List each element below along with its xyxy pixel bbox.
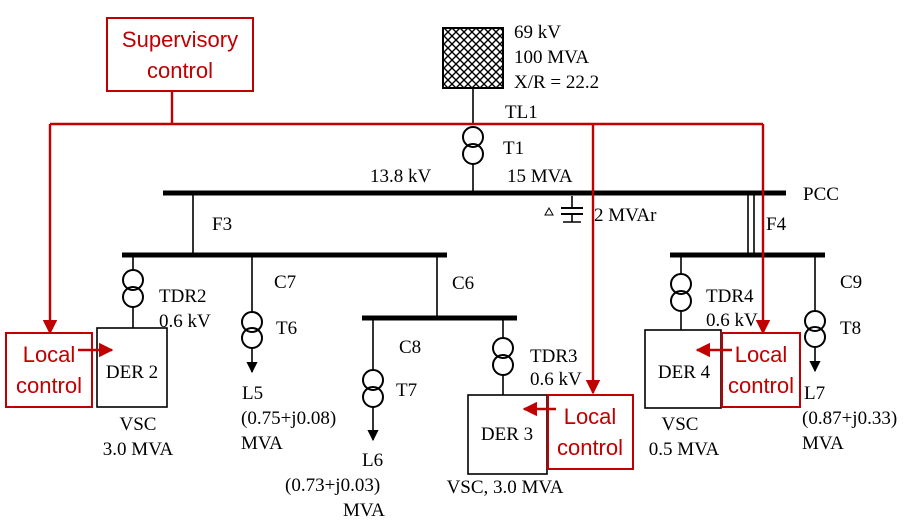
- grid-source-icon: [442, 27, 504, 89]
- l7-value: (0.87+j0.33): [802, 408, 897, 429]
- local-control-der2-box: [5, 332, 93, 408]
- local-control-der3-box: [547, 394, 634, 470]
- local-control-der3-line2: control: [557, 435, 623, 460]
- bus-voltage: 13.8 kV: [370, 166, 432, 187]
- local-control-der4-box: [721, 332, 801, 408]
- t1-label: T1: [503, 138, 524, 159]
- der3-type-rating: VSC, 3.0 MVA: [447, 477, 564, 498]
- der4-name: DER 4: [658, 362, 711, 383]
- local-control-der4-line2: control: [728, 373, 794, 398]
- tdr3-name: TDR3: [530, 346, 578, 367]
- c9-label: C9: [840, 272, 862, 293]
- l5-value: (0.75+j0.08): [241, 408, 336, 429]
- supervisory-control-box: [106, 17, 254, 92]
- capacitor-rating: 2 MVAr: [594, 205, 657, 226]
- tdr4-name: TDR4: [706, 286, 754, 307]
- c7-label: C7: [274, 272, 296, 293]
- f4-label: F4: [766, 214, 787, 235]
- tdr3-transformer-icon: [492, 337, 514, 376]
- capacitor-icon: [544, 196, 583, 223]
- tdr4-transformer-icon: [670, 273, 692, 312]
- t8-label: T8: [840, 318, 861, 339]
- l6-name: L6: [362, 450, 383, 471]
- f3-label: F3: [212, 214, 232, 235]
- tdr4-voltage: 0.6 kV: [706, 310, 758, 331]
- t6-label: T6: [276, 318, 297, 339]
- der2-box: [96, 327, 168, 408]
- local-control-der3-line1: Local: [564, 404, 617, 429]
- tdr2-transformer-icon: [122, 269, 144, 308]
- t7-transformer-icon: [362, 369, 384, 408]
- source-capacity: 100 MVA: [514, 47, 589, 68]
- t7-label: T7: [396, 380, 417, 401]
- tdr2-voltage: 0.6 kV: [159, 311, 211, 332]
- der4-type: VSC: [662, 414, 699, 435]
- tl1-label: TL1: [505, 102, 538, 123]
- source-xr-ratio: X/R = 22.2: [514, 72, 599, 93]
- supervisory-control-line2: control: [147, 58, 213, 83]
- der2-type: VSC: [120, 414, 157, 435]
- der2-name: DER 2: [106, 362, 158, 383]
- t8-transformer-icon: [804, 310, 826, 348]
- der4-rating: 0.5 MVA: [649, 439, 720, 460]
- local-control-der2-line1: Local: [23, 342, 76, 367]
- l7-name: L7: [804, 383, 825, 404]
- tdr2-name: TDR2: [159, 286, 207, 307]
- l6-unit: MVA: [343, 500, 385, 521]
- supervisory-control-line1: Supervisory: [122, 27, 238, 52]
- l7-unit: MVA: [802, 433, 844, 454]
- pcc-label: PCC: [803, 184, 839, 205]
- tdr3-voltage: 0.6 kV: [530, 369, 582, 390]
- t1-transformer-icon: [462, 126, 484, 165]
- l6-value: (0.73+j0.03): [285, 475, 380, 496]
- l5-unit: MVA: [241, 433, 283, 454]
- der2-rating: 3.0 MVA: [103, 439, 174, 460]
- c8-label: C8: [399, 337, 421, 358]
- c6-label: C6: [452, 273, 474, 294]
- source-voltage: 69 kV: [514, 22, 561, 43]
- der3-name: DER 3: [481, 424, 533, 445]
- t6-transformer-icon: [241, 311, 263, 349]
- local-control-der2-line2: control: [16, 373, 82, 398]
- local-control-der4-line1: Local: [735, 342, 788, 367]
- l5-name: L5: [242, 383, 263, 404]
- t1-rating: 15 MVA: [507, 166, 573, 187]
